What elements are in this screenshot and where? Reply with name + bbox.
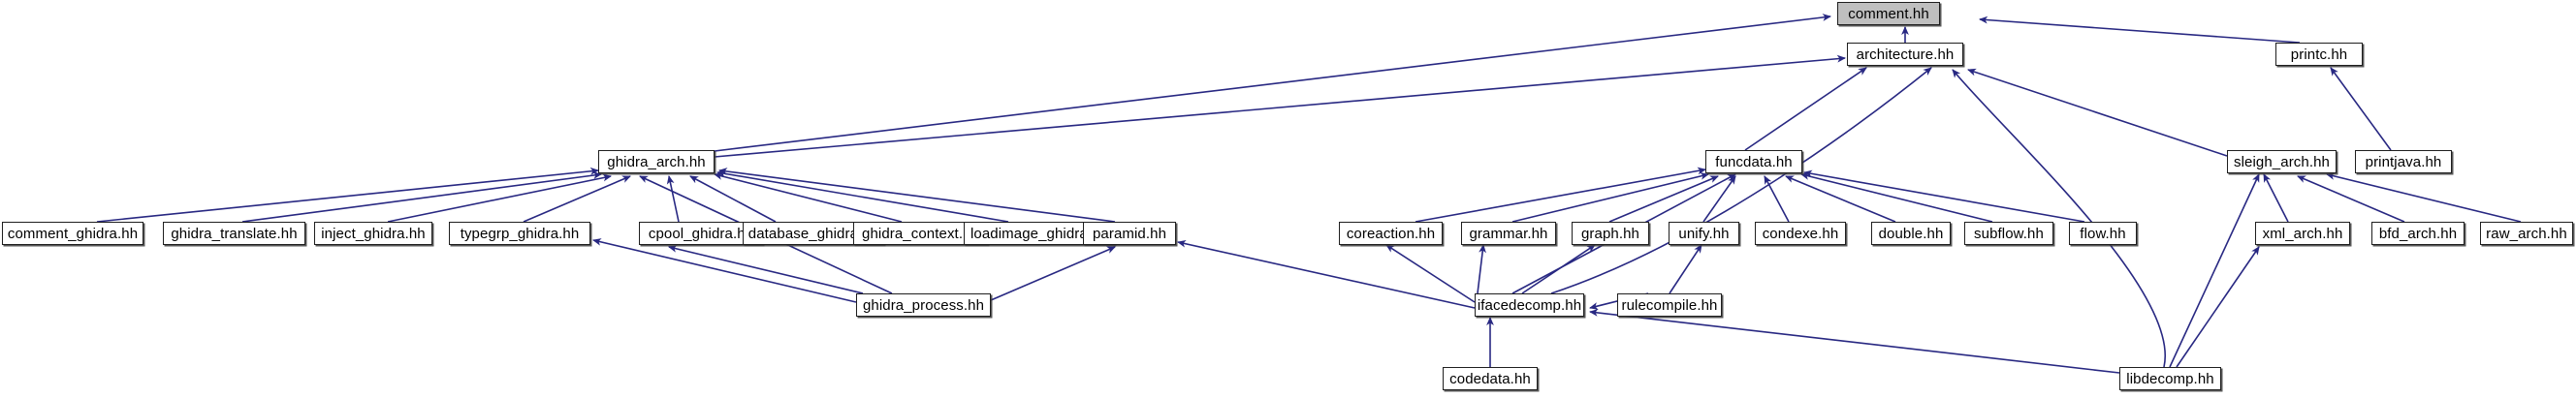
graph-node-label: condexe.hh (1762, 225, 1839, 242)
graph-node-sleigh_arch[interactable]: sleigh_arch.hh (2227, 150, 2337, 173)
graph-node-label: double.hh (1878, 225, 1944, 242)
graph-node-ghidra_arch[interactable]: ghidra_arch.hh (598, 150, 715, 173)
graph-edge-ghidra_process-to-typegrp_ghidra (592, 238, 857, 303)
graph-node-rulecompile[interactable]: rulecompile.hh (1617, 293, 1722, 317)
graph-edge-inject_ghidra-to-ghidra_arch (387, 173, 612, 223)
graph-edge-xml_arch-to-sleigh_arch (2263, 173, 2289, 223)
graph-node-label: comment_ghidra.hh (7, 225, 139, 242)
graph-edge-typegrp_ghidra-to-ghidra_arch (523, 175, 631, 223)
graph-edge-database_ghidra-to-ghidra_arch (689, 175, 777, 223)
graph-edge-subflow-to-funcdata (1800, 172, 1993, 223)
graph-edge-ghidra_arch-to-comment (714, 14, 1831, 152)
graph-edge-ghidra_arch-to-architecture (714, 54, 1846, 158)
graph-node-label: flow.hh (2080, 225, 2126, 242)
graph-node-label: coreaction.hh (1346, 225, 1436, 242)
graph-node-label: rulecompile.hh (1621, 296, 1718, 314)
graph-node-label: bfd_arch.hh (2378, 225, 2458, 242)
graph-node-typegrp_ghidra[interactable]: typegrp_ghidra.hh (449, 222, 590, 245)
graph-node-label: ghidra_translate.hh (171, 225, 298, 242)
graph-edge-ghidra_process-to-paramid (990, 246, 1116, 301)
graph-node-label: ifacedecomp.hh (1477, 296, 1582, 314)
graph-node-label: grammar.hh (1469, 225, 1548, 242)
graph-edge-paramid-to-ghidra_arch (718, 168, 1116, 223)
graph-node-graph[interactable]: graph.hh (1572, 222, 1649, 245)
graph-node-ghidra_translate[interactable]: ghidra_translate.hh (163, 222, 305, 245)
graph-node-label: libdecomp.hh (2126, 370, 2214, 387)
graph-edge-coreaction-to-funcdata (1415, 167, 1706, 223)
graph-node-label: subflow.hh (1974, 225, 2044, 242)
graph-node-paramid[interactable]: paramid.hh (1083, 222, 1176, 245)
graph-edge-bfd_arch-to-sleigh_arch (2297, 175, 2405, 223)
graph-node-ghidra_process[interactable]: ghidra_process.hh (856, 293, 991, 317)
graph-node-label: typegrp_ghidra.hh (460, 225, 580, 242)
graph-edge-graph-to-funcdata (1608, 175, 1719, 223)
graph-node-raw_arch[interactable]: raw_arch.hh (2480, 222, 2573, 245)
graph-edge-funcdata-to-architecture (1744, 67, 1867, 151)
graph-node-inject_ghidra[interactable]: inject_ghidra.hh (314, 222, 432, 245)
graph-node-label: ghidra_context.hh (862, 225, 979, 242)
graph-node-unify[interactable]: unify.hh (1669, 222, 1739, 245)
graph-edge-loadimage_ghidra-to-ghidra_arch (716, 169, 1009, 223)
graph-node-subflow[interactable]: subflow.hh (1964, 222, 2053, 245)
graph-node-coreaction[interactable]: coreaction.hh (1339, 222, 1443, 245)
graph-node-bfd_arch[interactable]: bfd_arch.hh (2371, 222, 2465, 245)
graph-node-label: paramid.hh (1092, 225, 1167, 242)
graph-node-label: architecture.hh (1856, 46, 1955, 63)
graph-edge-libdecomp-to-xml_arch (2176, 246, 2260, 368)
graph-edge-ifacedecomp-to-architecture (1550, 67, 1932, 294)
graph-node-label: funcdata.hh (1715, 153, 1793, 170)
graph-edge-ifacedecomp-to-grammar (1477, 244, 1486, 294)
graph-node-label: printc.hh (2290, 46, 2348, 63)
graph-edge-ghidra_process-to-cpool_ghidra (668, 245, 864, 294)
graph-node-label: graph.hh (1580, 225, 1640, 242)
graph-node-flow[interactable]: flow.hh (2069, 222, 2137, 245)
graph-edge-ghidra_context-to-ghidra_arch (714, 172, 903, 223)
graph-edge-ifacedecomp-to-paramid (1177, 239, 1476, 309)
graph-node-label: unify.hh (1678, 225, 1730, 242)
graph-node-architecture[interactable]: architecture.hh (1847, 43, 1963, 66)
graph-edge-libdecomp-to-ifacedecomp (1589, 309, 2120, 374)
graph-node-label: cpool_ghidra.hh (648, 225, 754, 242)
graph-edge-ifacedecomp-to-graph (1521, 244, 1596, 294)
graph-node-label: comment.hh (1848, 5, 1929, 22)
graph-edge-rulecompile-to-unify (1669, 244, 1702, 294)
graph-node-label: codedata.hh (1449, 370, 1531, 387)
graph-edge-flow-to-funcdata (1803, 169, 2085, 223)
graph-edge-grammar-to-funcdata (1511, 172, 1709, 223)
graph-node-comment_ghidra[interactable]: comment_ghidra.hh (2, 222, 143, 245)
graph-edge-ghidra_translate-to-ghidra_arch (241, 171, 602, 223)
graph-node-label: ghidra_arch.hh (607, 153, 706, 170)
graph-edge-printjava-to-printc (2330, 67, 2392, 151)
graph-node-ifacedecomp[interactable]: ifacedecomp.hh (1475, 293, 1584, 317)
graph-node-printc[interactable]: printc.hh (2275, 43, 2363, 66)
graph-node-double[interactable]: double.hh (1871, 222, 1951, 245)
graph-edge-printc-to-comment (1979, 15, 2301, 44)
graph-edge-libdecomp-to-architecture (1952, 69, 2167, 368)
graph-edge-double-to-funcdata (1785, 175, 1896, 223)
graph-node-funcdata[interactable]: funcdata.hh (1705, 150, 1802, 173)
graph-node-xml_arch[interactable]: xml_arch.hh (2255, 222, 2350, 245)
graph-node-grammar[interactable]: grammar.hh (1461, 222, 1556, 245)
graph-node-label: printjava.hh (2365, 153, 2442, 170)
graph-node-codedata[interactable]: codedata.hh (1443, 367, 1538, 390)
graph-node-label: ghidra_process.hh (862, 296, 985, 314)
graph-node-comment[interactable]: comment.hh (1837, 2, 1940, 25)
graph-edge-sleigh_arch-to-architecture (1967, 68, 2228, 157)
graph-edge-condexe-to-funcdata (1764, 175, 1790, 223)
graph-node-label: xml_arch.hh (2262, 225, 2343, 242)
graph-node-condexe[interactable]: condexe.hh (1755, 222, 1846, 245)
graph-node-printjava[interactable]: printjava.hh (2355, 150, 2452, 173)
graph-edge-comment_ghidra-to-ghidra_arch (96, 167, 599, 223)
graph-node-label: sleigh_arch.hh (2234, 153, 2330, 170)
graph-edge-raw_arch-to-sleigh_arch (2326, 172, 2522, 223)
graph-edge-unify-to-funcdata (1702, 175, 1736, 223)
graph-edge-libdecomp-to-sleigh_arch (2169, 173, 2260, 368)
graph-edge-cpool_ghidra-to-ghidra_arch (666, 175, 680, 223)
graph-node-label: raw_arch.hh (2486, 225, 2567, 242)
graph-node-label: inject_ghidra.hh (321, 225, 426, 242)
graph-edge-ifacedecomp-to-coreaction (1385, 244, 1476, 303)
graph-node-libdecomp[interactable]: libdecomp.hh (2119, 367, 2221, 390)
